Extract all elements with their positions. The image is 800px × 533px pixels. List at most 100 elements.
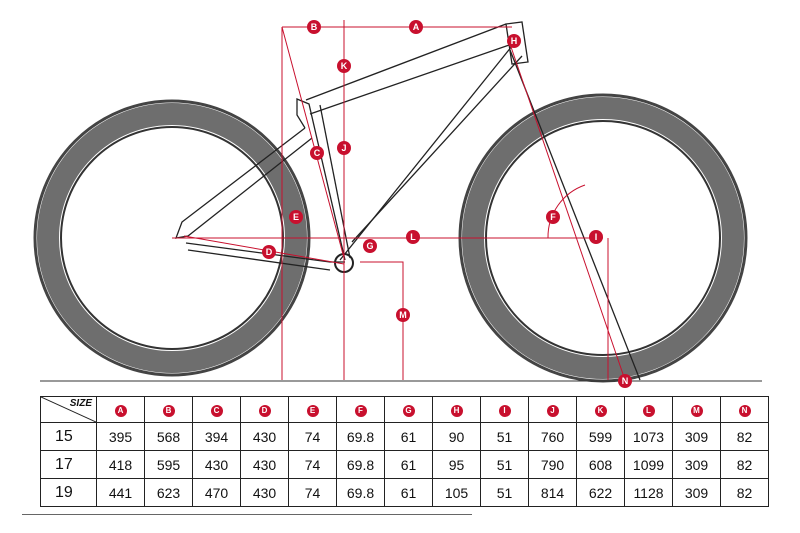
badge-L: L [406,230,420,244]
table-cell: 395 [96,422,145,451]
table-cell: 74 [288,422,337,451]
table-row: 19 441 623 470 430 74 69.8 61 105 51 814… [40,478,769,507]
table-cell: 61 [384,422,433,451]
column-badge: F [354,404,367,417]
table-cell: 61 [384,478,433,507]
geometry-table: SIZE A B C D E F G H I J K L M N 15 395 … [40,396,769,507]
svg-text:I: I [595,232,598,242]
table-cell: 470 [192,478,241,507]
table-cell: 105 [432,478,481,507]
table-cell: 309 [672,422,721,451]
column-header: L [624,396,673,423]
table-cell: 1128 [624,478,673,507]
svg-text:N: N [622,376,629,386]
table-row: 15 395 568 394 430 74 69.8 61 90 51 760 … [40,422,769,451]
badge-D: D [262,245,276,259]
column-badge: D [258,404,271,417]
table-cell: 1099 [624,450,673,479]
badge-K: K [337,59,351,73]
table-cell: 309 [672,450,721,479]
svg-text:B: B [311,22,318,32]
table-cell: 430 [240,450,289,479]
table-header-row: SIZE A B C D E F G H I J K L M N [40,396,769,423]
svg-text:H: H [511,36,518,46]
table-cell: 623 [144,478,193,507]
badge-F: F [546,210,560,224]
table-cell: 599 [576,422,625,451]
svg-text:J: J [341,143,346,153]
svg-text:C: C [314,148,321,158]
size-cell: 17 [40,450,97,479]
svg-text:E: E [293,212,299,222]
column-badge: B [162,404,175,417]
column-header: H [432,396,481,423]
table-cell: 69.8 [336,478,385,507]
column-badge: K [594,404,607,417]
column-badge: E [306,404,319,417]
table-cell: 814 [528,478,577,507]
table-cell: 394 [192,422,241,451]
column-header: K [576,396,625,423]
column-header: I [480,396,529,423]
column-header: D [240,396,289,423]
svg-text:G: G [366,241,373,251]
column-badge: I [498,404,511,417]
table-cell: 82 [720,422,769,451]
svg-text:K: K [341,61,348,71]
table-cell: 74 [288,450,337,479]
column-header: C [192,396,241,423]
svg-text:F: F [550,212,556,222]
table-cell: 608 [576,450,625,479]
badge-B: B [307,20,321,34]
badge-M: M [396,308,410,322]
column-header: B [144,396,193,423]
table-cell: 90 [432,422,481,451]
column-header: F [336,396,385,423]
footer-divider [22,514,472,515]
table-cell: 441 [96,478,145,507]
column-badge: C [210,404,223,417]
column-header: G [384,396,433,423]
table-cell: 790 [528,450,577,479]
table-cell: 69.8 [336,450,385,479]
badge-C: C [310,146,324,160]
badge-A: A [409,20,423,34]
table-cell: 418 [96,450,145,479]
column-header: M [672,396,721,423]
table-cell: 69.8 [336,422,385,451]
table-cell: 1073 [624,422,673,451]
column-header: A [96,396,145,423]
table-cell: 51 [480,478,529,507]
table-cell: 622 [576,478,625,507]
size-header-cell: SIZE [40,396,97,423]
table-cell: 82 [720,450,769,479]
column-header: N [720,396,769,423]
badge-E: E [289,210,303,224]
badge-J: J [337,141,351,155]
svg-text:D: D [266,247,273,257]
column-badge: G [402,404,415,417]
size-cell: 19 [40,478,97,507]
column-badge: N [738,404,751,417]
table-cell: 82 [720,478,769,507]
column-badge: J [546,404,559,417]
measurement-lines [172,20,626,381]
svg-text:L: L [410,232,416,242]
column-header: J [528,396,577,423]
size-header-label: SIZE [69,398,92,409]
badge-I: I [589,230,603,244]
size-cell: 15 [40,422,97,451]
column-badge: L [642,404,655,417]
diagonal-divider [41,397,96,422]
table-cell: 95 [432,450,481,479]
table-cell: 568 [144,422,193,451]
table-cell: 430 [240,422,289,451]
table-cell: 74 [288,478,337,507]
badge-N: N [618,374,632,388]
badge-G: G [363,239,377,253]
table-cell: 61 [384,450,433,479]
table-row: 17 418 595 430 430 74 69.8 61 95 51 790 … [40,450,769,479]
table-cell: 430 [192,450,241,479]
table-cell: 595 [144,450,193,479]
table-cell: 430 [240,478,289,507]
